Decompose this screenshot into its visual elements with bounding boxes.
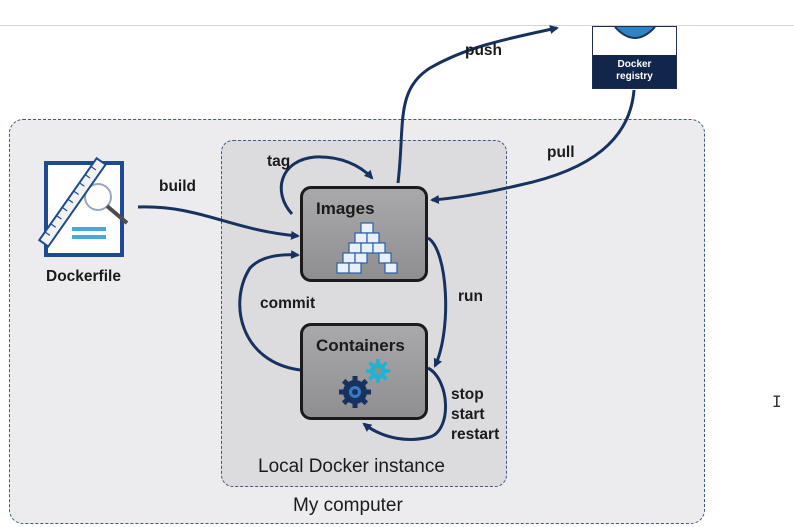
pull-arrow — [430, 89, 636, 204]
images-box: Images — [300, 186, 428, 282]
text-cursor-icon: I — [772, 392, 782, 411]
dockerfile-document-icon — [37, 156, 129, 257]
docker-registry-node: Docker registry — [592, 26, 677, 89]
build-label: build — [159, 178, 197, 195]
tag-arrow — [279, 155, 374, 216]
my-computer-label: My computer — [293, 495, 403, 516]
build-arrow — [137, 205, 300, 240]
dockerfile-label: Dockerfile — [46, 268, 121, 285]
registry-label-line1: Docker — [617, 59, 652, 70]
run-label: run — [458, 288, 483, 305]
stop-label: stop — [451, 386, 484, 403]
local-docker-label: Local Docker instance — [258, 456, 445, 477]
image-layers-stack-icon — [336, 222, 398, 274]
commit-arrow — [238, 250, 301, 372]
images-title: Images — [316, 199, 375, 218]
gears-icon — [339, 359, 390, 408]
push-arrow — [396, 25, 559, 184]
push-label: push — [465, 42, 503, 59]
containers-title: Containers — [316, 336, 405, 355]
stop-start-arrow — [362, 366, 447, 441]
run-arrow — [427, 236, 448, 368]
top-divider — [0, 25, 794, 26]
pull-label: pull — [547, 144, 575, 161]
commit-label: commit — [260, 295, 316, 312]
registry-label: Docker registry — [593, 55, 676, 88]
tag-label: tag — [267, 153, 291, 170]
restart-label: restart — [451, 426, 500, 443]
docker-registry-logo-icon — [614, 27, 656, 39]
registry-label-line2: registry — [616, 71, 653, 82]
containers-box: Containers — [300, 323, 428, 420]
start-label: start — [451, 406, 485, 423]
